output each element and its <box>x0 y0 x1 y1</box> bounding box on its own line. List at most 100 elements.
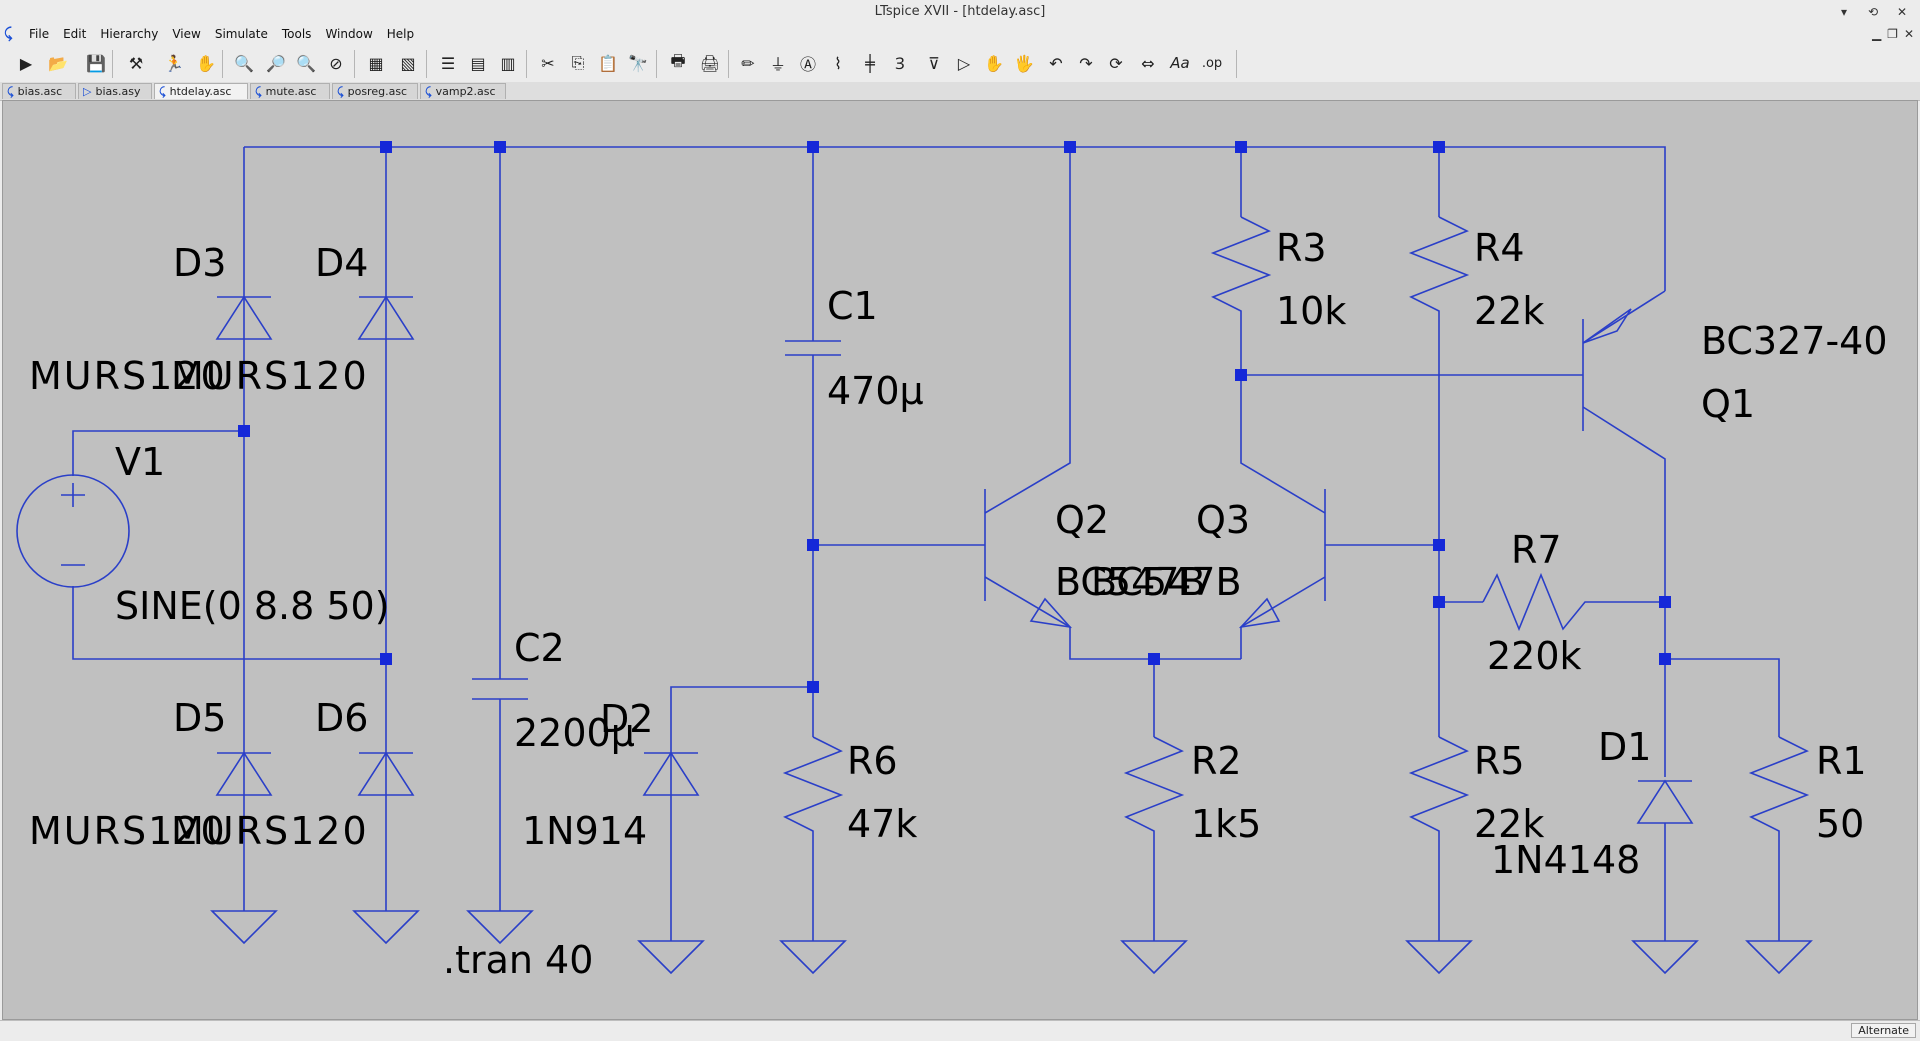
cascade-icon[interactable]: ▥ <box>500 53 516 73</box>
tab-vamp2-asc[interactable]: ⤹vamp2.asc <box>420 83 506 99</box>
app-icon: ⤹ <box>4 26 13 42</box>
schematic-icon: ⤹ <box>7 84 14 98</box>
label-net-icon[interactable]: Ⓐ <box>799 55 816 74</box>
copy-icon[interactable]: ⎘ <box>571 53 585 72</box>
rotate-icon[interactable]: ⟳ <box>1109 53 1123 73</box>
transistor-arrows <box>1029 308 1632 629</box>
text-icon[interactable]: Aa <box>1170 54 1190 72</box>
window-title: LTspice XVII - [htdelay.asc] <box>874 4 1046 19</box>
zoom-fit-icon[interactable]: ⊘ <box>329 53 343 73</box>
diode-icon[interactable]: ⊽ <box>928 53 940 73</box>
d4-symbol <box>357 295 415 340</box>
paste-icon[interactable]: 📋 <box>598 53 618 73</box>
r5-symbol <box>1408 736 1470 843</box>
control-panel-icon[interactable]: ⚒ <box>128 53 144 73</box>
print-icon[interactable]: 🖶 <box>670 50 686 70</box>
document-tabs: ⤹bias.asc ▷bias.asy ⤹htdelay.asc ⤹mute.a… <box>0 82 1920 101</box>
menu-tools[interactable]: Tools <box>281 27 312 41</box>
ground-d2 <box>637 940 705 975</box>
tab-posreg-asc[interactable]: ⤹posreg.asc <box>332 83 418 99</box>
menu-simulate[interactable]: Simulate <box>214 27 268 41</box>
spice-directive-icon[interactable]: .op <box>1201 55 1223 71</box>
ground-icon[interactable]: ⏚ <box>769 55 786 74</box>
status-mode: Alternate <box>1851 1023 1916 1038</box>
undo-icon[interactable]: ↶ <box>1049 53 1063 73</box>
schematic-icon: ⤹ <box>337 84 344 98</box>
move-icon[interactable]: ✋ <box>984 53 1004 73</box>
halt-icon[interactable]: ✋ <box>196 53 216 73</box>
c1-name: C1 <box>827 284 878 328</box>
mdi-minimize-icon[interactable]: ▁ <box>1871 27 1882 41</box>
redo-icon[interactable]: ↷ <box>1079 53 1093 73</box>
menu-help[interactable]: Help <box>386 27 415 41</box>
tile-horizontal-icon[interactable]: ☰ <box>440 53 456 73</box>
d1-symbol <box>1636 779 1694 824</box>
tile-vertical-icon[interactable]: ▤ <box>470 53 486 73</box>
drag-icon[interactable]: 🖐 <box>1014 53 1034 73</box>
d1-name: D1 <box>1598 725 1651 769</box>
ground-symbols <box>210 910 1813 975</box>
d6-value: MURS120 <box>171 809 369 853</box>
run-icon[interactable]: ▶ <box>19 53 33 73</box>
d4-name: D4 <box>315 241 368 285</box>
r2-symbol <box>1123 736 1185 843</box>
close-icon[interactable]: ✕ <box>1896 5 1908 19</box>
zoom-in-icon[interactable]: 🔍 <box>234 53 254 73</box>
run-simulation-icon[interactable]: 🏃 <box>164 53 184 73</box>
v1-symbol <box>16 474 130 588</box>
r3-value: 10k <box>1276 289 1346 333</box>
minimize-icon[interactable]: ▾ <box>1840 5 1848 19</box>
find-icon[interactable]: 🔭 <box>628 53 648 73</box>
r4-name: R4 <box>1474 226 1525 270</box>
component-icon[interactable]: ▷ <box>957 53 971 73</box>
diode-symbols <box>215 295 1694 824</box>
print-setup-icon[interactable]: 🖨 <box>699 53 721 73</box>
r7-value: 220k <box>1487 634 1582 678</box>
tab-bias-asc[interactable]: ⤹bias.asc <box>2 83 76 99</box>
pan-icon[interactable]: 🔎 <box>266 53 286 73</box>
open-folder-icon[interactable]: 📂 <box>48 53 68 73</box>
restore-icon[interactable]: ⟲ <box>1867 5 1879 19</box>
tab-mute-asc[interactable]: ⤹mute.asc <box>250 83 330 99</box>
mdi-close-icon[interactable]: ✕ <box>1903 27 1914 41</box>
menu-file[interactable]: File <box>29 27 50 41</box>
ground-r6 <box>779 940 847 975</box>
ground-d5 <box>210 910 278 945</box>
autorange-icon[interactable]: ▦ <box>368 53 384 73</box>
wires <box>72 146 1780 941</box>
q1-emitter-arrow <box>1582 308 1632 344</box>
inductor-icon[interactable]: Ɜ <box>895 54 905 73</box>
tab-htdelay-asc[interactable]: ⤹htdelay.asc <box>154 83 248 99</box>
resistor-icon[interactable]: ⌇ <box>834 53 842 73</box>
menu-hierarchy[interactable]: Hierarchy <box>100 27 159 41</box>
schematic-drawing: D3 D4 MURS120 MURS120 V1 SINE(0 8.8 50) … <box>16 141 1888 982</box>
schematic-canvas[interactable]: D3 D4 MURS120 MURS120 V1 SINE(0 8.8 50) … <box>2 100 1918 1020</box>
mirror-icon[interactable]: ⇔ <box>1141 53 1155 73</box>
symbol-icon: ▷ <box>83 85 92 98</box>
save-icon[interactable]: 💾 <box>86 53 106 73</box>
d6-symbol <box>357 751 415 796</box>
ground-r1 <box>1745 940 1813 975</box>
tab-bias-asy[interactable]: ▷bias.asy <box>78 83 152 99</box>
grid-icon[interactable]: ▧ <box>400 53 416 73</box>
status-bar: Alternate <box>0 1020 1920 1041</box>
q3-name: Q3 <box>1196 498 1250 542</box>
menu-edit[interactable]: Edit <box>63 27 87 41</box>
r2-name: R2 <box>1191 739 1242 783</box>
menu-view[interactable]: View <box>172 27 201 41</box>
mdi-restore-icon[interactable]: ❐ <box>1887 27 1898 41</box>
toolbar: ▶ 📂 💾 ⚒ 🏃 ✋ 🔍 🔎 🔍 ⊘ ▦ ▧ ☰ ▤ ▥ ✂ ⎘ 📋 🔭 🖶 … <box>0 46 1920 82</box>
r1-value: 50 <box>1816 802 1864 846</box>
spice-directive[interactable]: .tran 40 <box>443 938 593 982</box>
d2-name: D2 <box>600 697 653 741</box>
ground-d6 <box>352 910 420 945</box>
capacitor-icon[interactable]: ╪ <box>865 53 875 73</box>
d5-name: D5 <box>173 696 226 740</box>
wire-icon[interactable]: ✏ <box>741 53 755 73</box>
q3-emitter-arrow <box>1238 597 1281 629</box>
zoom-out-icon[interactable]: 🔍 <box>296 53 316 73</box>
q3-value: BC547B <box>1091 560 1242 604</box>
cut-icon[interactable]: ✂ <box>541 53 555 73</box>
r4-symbol <box>1408 216 1470 323</box>
menu-window[interactable]: Window <box>325 27 373 41</box>
